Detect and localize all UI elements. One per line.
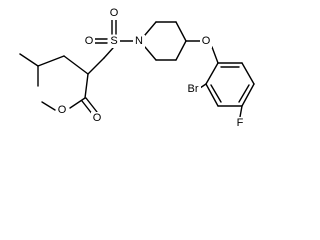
bond-pip-c6-n bbox=[144, 46, 157, 61]
ester-oxygen-atom: O bbox=[56, 104, 68, 117]
molecule-structure: S O O N O Br F O bbox=[19, 7, 255, 130]
bond-carbonyl-ester-o bbox=[69, 97, 86, 109]
bond-ether-o-aryl bbox=[211, 46, 219, 64]
atom-labels: S O O N O Br F O bbox=[56, 7, 246, 130]
ester-oxygen-label: O bbox=[58, 104, 67, 116]
bond-ar-c4-c5-inner bbox=[238, 84, 250, 103]
bond-ch2-alpha bbox=[63, 55, 89, 75]
carbonyl-oxygen-atom: O bbox=[91, 112, 103, 125]
bond-ar-c2-c3 bbox=[205, 83, 219, 107]
bond-isobutyl-ch2 bbox=[37, 55, 65, 67]
fluorine-label: F bbox=[237, 117, 244, 129]
piperidine-nitrogen-label: N bbox=[135, 35, 143, 47]
bromine-label: Br bbox=[188, 83, 199, 95]
ether-oxygen-atom: O bbox=[200, 35, 212, 48]
sulfonyl-oxygen-left-label: O bbox=[85, 35, 94, 47]
sulfonyl-oxygen-top-atom: O bbox=[108, 7, 120, 20]
bond-pip-n-c2 bbox=[144, 21, 157, 36]
sulfur-atom: S bbox=[108, 35, 120, 48]
bond-ar-fluorine bbox=[239, 105, 243, 118]
sulfonyl-oxygen-left-atom: O bbox=[83, 35, 95, 48]
fluorine-atom: F bbox=[234, 117, 246, 130]
bond-ch2-sulfur bbox=[103, 47, 114, 59]
bond-alpha-ch2s bbox=[87, 57, 105, 75]
bromine-atom: Br bbox=[185, 83, 201, 96]
ether-oxygen-label: O bbox=[202, 35, 211, 47]
bond-alpha-carbonyl bbox=[84, 73, 89, 99]
bond-carbonyl-double-a bbox=[85, 97, 98, 113]
bond-ar-c4-c5 bbox=[241, 83, 255, 107]
structure-canvas: S O O N O Br F O bbox=[19, 7, 255, 130]
sulfur-label: S bbox=[110, 35, 117, 47]
bond-pip-c4-c5 bbox=[175, 40, 187, 61]
bond-methyl-1 bbox=[19, 53, 39, 67]
bond-ester-o-methyl bbox=[41, 101, 56, 111]
bond-pip-c3-c4 bbox=[175, 21, 187, 42]
carbonyl-oxygen-label: O bbox=[93, 112, 102, 124]
bond-ar-c1-c2 bbox=[205, 62, 219, 85]
bonds bbox=[19, 19, 255, 118]
bond-ar-c3-c3-inner bbox=[210, 84, 222, 103]
bond-ar-c5-c6 bbox=[241, 62, 255, 85]
piperidine-nitrogen-atom: N bbox=[133, 35, 145, 48]
sulfonyl-oxygen-top-label: O bbox=[110, 7, 119, 19]
